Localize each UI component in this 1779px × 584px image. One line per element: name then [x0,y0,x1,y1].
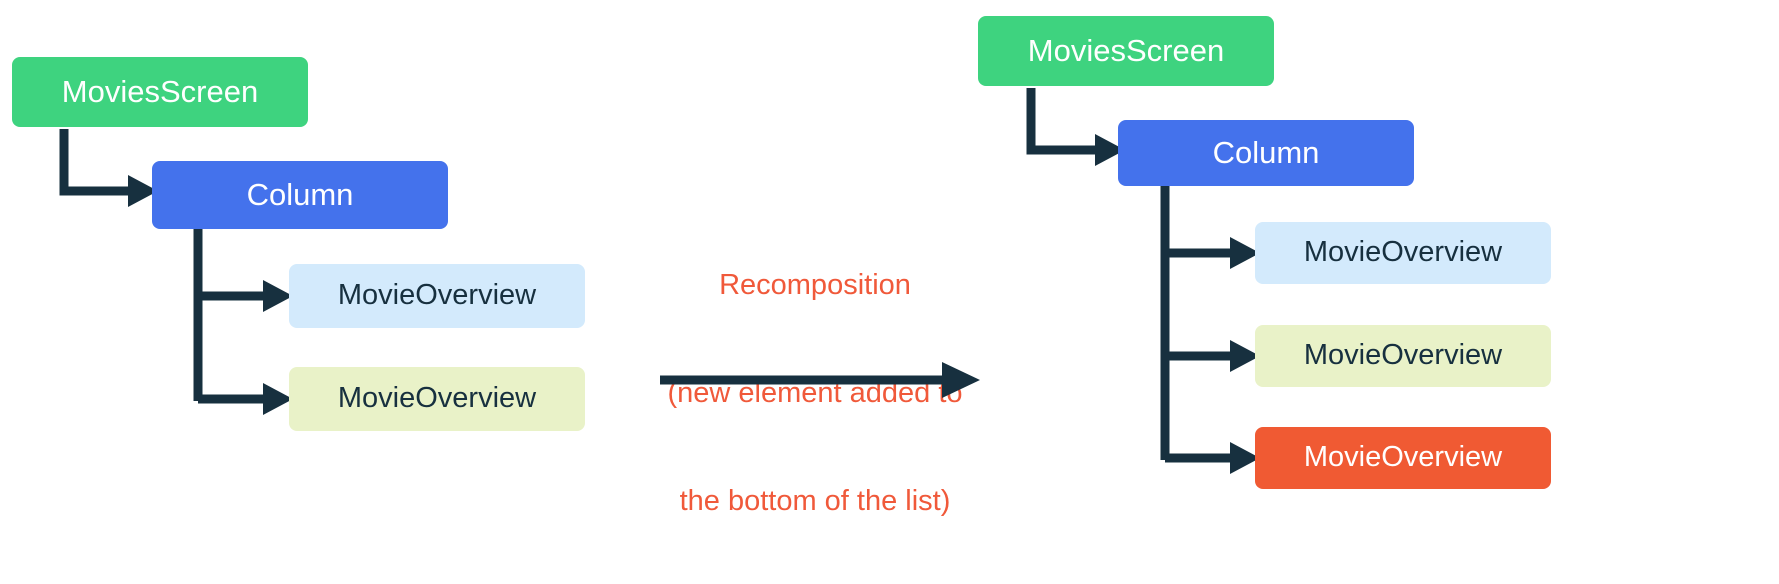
transition-caption-line-3: the bottom of the list) [679,484,951,517]
node-movie-overview-before-1[interactable]: MovieOverview [289,264,585,328]
node-movie-overview-after-1[interactable]: MovieOverview [1255,222,1551,284]
connector-screen-to-column-before [58,127,158,207]
node-column-before[interactable]: Column [152,161,448,229]
node-movies-screen-after[interactable]: MoviesScreen [978,16,1274,86]
transition-caption: Recomposition (new element added to the … [655,196,975,584]
connector-column-to-children-before [193,229,303,419]
node-label: MoviesScreen [61,73,259,109]
node-label: MovieOverview [1303,339,1503,372]
node-label: MovieOverview [1303,441,1503,474]
node-label: MovieOverview [337,382,537,415]
connector-screen-to-column-after [1025,86,1125,166]
node-movie-overview-after-3-new[interactable]: MovieOverview [1255,427,1551,489]
connector-column-to-children-after [1160,186,1270,476]
node-label: MoviesScreen [1027,32,1225,68]
node-column-after[interactable]: Column [1118,120,1414,186]
node-movie-overview-after-2[interactable]: MovieOverview [1255,325,1551,387]
node-movies-screen-before[interactable]: MoviesScreen [12,57,308,127]
transition-caption-line-1: Recomposition [719,268,911,301]
node-movie-overview-before-2[interactable]: MovieOverview [289,367,585,431]
node-label: Column [1212,134,1320,170]
node-label: MovieOverview [1303,236,1503,269]
node-label: Column [246,176,354,212]
transition-arrow [660,362,980,398]
node-label: MovieOverview [337,279,537,312]
